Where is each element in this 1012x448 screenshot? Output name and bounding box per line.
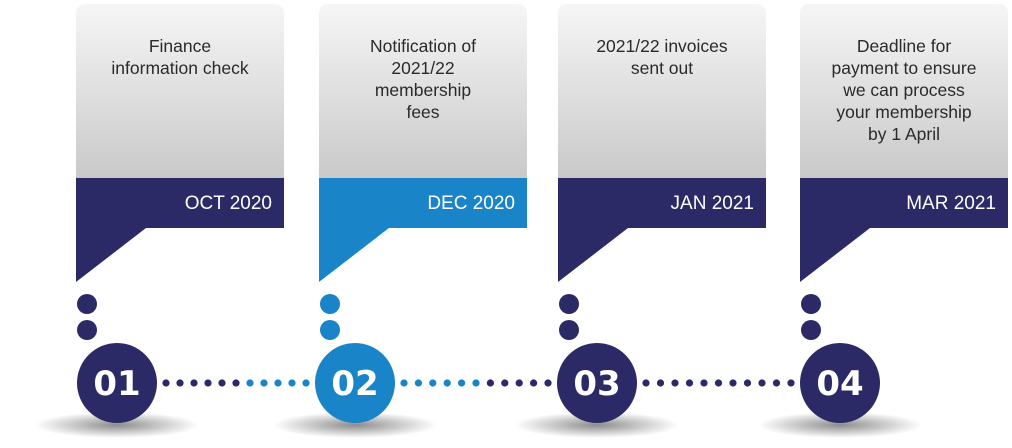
- connector-dot: [801, 294, 821, 314]
- timeline-dot: [472, 379, 480, 387]
- timeline-dot: [685, 379, 694, 387]
- connectors-layer: [162, 379, 795, 387]
- step-shadow: [758, 412, 922, 438]
- timeline-dot: [162, 379, 170, 387]
- timeline-dot: [274, 379, 282, 387]
- timeline-dot: [772, 379, 781, 387]
- step-number-circle: [800, 343, 880, 423]
- connector-dot: [559, 320, 579, 340]
- connector-dot: [77, 294, 97, 314]
- timeline-dot: [218, 379, 226, 387]
- timeline-dot: [787, 379, 795, 387]
- timeline-dot: [758, 379, 766, 387]
- connector-dot: [801, 320, 821, 340]
- step-number-circle: [77, 343, 157, 423]
- step-number: 04: [816, 364, 863, 404]
- timeline-dot: [501, 379, 509, 387]
- timeline-dot: [443, 379, 451, 387]
- step-card: [76, 4, 284, 178]
- step-date: DEC 2020: [427, 193, 515, 214]
- timeline-dot: [400, 379, 408, 387]
- timeline-dot: [544, 379, 552, 387]
- step-shadow: [515, 412, 679, 438]
- step-shadow: [35, 412, 199, 438]
- timeline-dot: [458, 379, 466, 387]
- step-number: 01: [93, 364, 140, 404]
- step-description-line: your membership: [836, 102, 971, 122]
- step-number-circle: [557, 343, 637, 423]
- step-description-line: we can process: [842, 80, 965, 100]
- date-band: [800, 178, 1008, 282]
- step-card: [319, 4, 527, 178]
- timeline-dot: [515, 379, 523, 387]
- timeline-dot: [656, 379, 665, 387]
- timeline-dot: [714, 379, 723, 387]
- timeline-dot: [486, 379, 494, 387]
- step-description-line: 2021/22 invoices: [596, 36, 728, 56]
- timeline-dot: [743, 379, 752, 387]
- timeline-dot: [302, 379, 310, 387]
- step-card: [558, 4, 766, 178]
- connector-dot: [320, 320, 340, 340]
- step-date: MAR 2021: [906, 193, 996, 214]
- step-date: OCT 2020: [185, 193, 272, 214]
- timeline-dot: [176, 379, 184, 387]
- step-description-line: sent out: [631, 58, 693, 78]
- connector-dot: [320, 294, 340, 314]
- date-band: [76, 178, 284, 282]
- timeline-dot: [429, 379, 437, 387]
- step-description-line: information check: [111, 58, 248, 78]
- step-number: 03: [573, 364, 620, 404]
- step-number-circle: [315, 343, 395, 423]
- timeline-dot: [642, 379, 650, 387]
- step-description-line: membership: [375, 80, 471, 100]
- step-description-line: by 1 April: [868, 124, 940, 144]
- shadows-layer: [35, 412, 922, 438]
- timeline-dot: [530, 379, 538, 387]
- step-card: [800, 4, 1008, 178]
- timeline-dot: [190, 379, 198, 387]
- step-description-line: Notification of: [370, 36, 476, 56]
- step-description-line: Finance: [149, 36, 211, 56]
- step-description-line: Deadline for: [857, 36, 952, 56]
- step-date: JAN 2021: [671, 193, 754, 214]
- timeline-dot: [204, 379, 212, 387]
- timeline-dot: [260, 379, 268, 387]
- step-number: 02: [331, 364, 378, 404]
- timeline-dot: [671, 379, 679, 387]
- connector-dot: [77, 320, 97, 340]
- step-shadow: [273, 412, 437, 438]
- timeline-dot: [700, 379, 708, 387]
- connector-dot: [559, 294, 579, 314]
- timeline-dot: [414, 379, 422, 387]
- timeline-dot: [729, 379, 737, 387]
- step-description-line: payment to ensure: [832, 58, 977, 78]
- step-description-line: 2021/22: [391, 58, 454, 78]
- date-band: [319, 178, 527, 282]
- timeline-dot: [232, 379, 240, 387]
- date-band: [558, 178, 766, 282]
- timeline-dot: [288, 379, 296, 387]
- step-description-line: fees: [406, 102, 439, 122]
- timeline-dot: [246, 379, 254, 387]
